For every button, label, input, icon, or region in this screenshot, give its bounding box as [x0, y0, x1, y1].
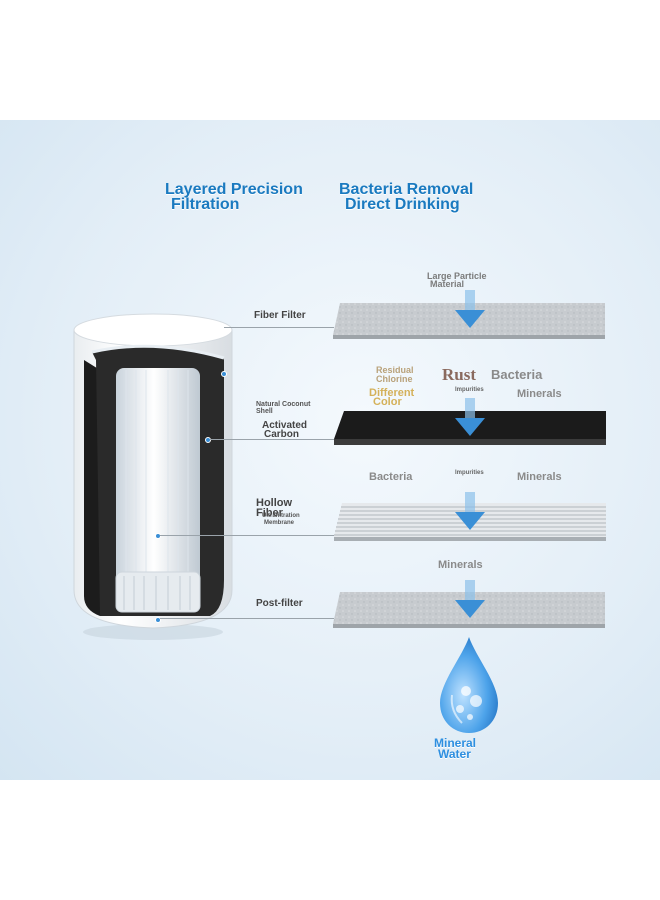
annotation-impurities-2: Impurities	[455, 470, 484, 476]
label-water: Water	[438, 747, 471, 761]
label-fiber-filter: Fiber Filter	[254, 310, 306, 321]
label-post-filter: Post-filter	[256, 598, 303, 609]
arrow-3	[455, 492, 485, 530]
filter-cartridge	[73, 313, 233, 640]
label-hollow: Hollow	[256, 497, 293, 509]
label-activated-carbon: Activated Carbon	[262, 420, 308, 440]
arrow-1	[455, 290, 485, 328]
heading-left-line1: Layered Precision	[165, 181, 303, 198]
annotation-residual: Residual	[376, 365, 414, 375]
annotation-impurities-1: Impurities	[455, 387, 484, 393]
annotation-minerals-2: Minerals	[517, 471, 562, 483]
leader-hollow-fiber	[160, 535, 334, 536]
annotation-chlorine: Chlorine	[376, 374, 413, 384]
label-fiber: Fiber	[256, 507, 283, 519]
diagram-panel: Layered Precision Filtration Bacteria Re…	[0, 120, 660, 780]
label-natural-coconut: Natural Coconut Shell	[256, 401, 310, 415]
annotation-different-color: Different Color	[369, 387, 415, 408]
leader-fiber-filter	[224, 327, 334, 328]
heading-left: Layered Precision Filtration	[165, 181, 303, 213]
leader-activated-carbon	[210, 439, 334, 440]
annotation-bacteria-1: Bacteria	[491, 367, 543, 382]
annotation-large-particle-line2: Material	[430, 279, 465, 289]
annotation-minerals-3: Minerals	[438, 559, 483, 571]
annotation-residual-chlorine: Residual Chlorine	[376, 366, 414, 384]
arrow-2	[455, 398, 485, 436]
label-natural-coconut-line2: Shell	[256, 408, 273, 415]
annotation-large-particle-line1: Large Particle	[427, 271, 487, 281]
label-uf-line2: Membrane	[264, 520, 295, 526]
leader-post-filter	[160, 618, 334, 619]
annotation-large-particle: Large Particle Material	[427, 271, 487, 289]
label-activated-carbon-line2: Carbon	[264, 429, 299, 440]
annotation-different: Different	[369, 387, 415, 399]
label-activated-carbon-line1: Activated	[262, 420, 308, 431]
water-drop-icon	[440, 637, 498, 733]
annotation-rust: Rust	[442, 365, 477, 384]
label-mineral: Mineral	[434, 736, 477, 750]
heading-right-line1: Bacteria Removal	[339, 181, 474, 198]
label-uf-membrane: Ultrafiltration Membrane	[262, 513, 300, 527]
arrow-4	[455, 580, 485, 618]
annotation-color: Color	[373, 396, 402, 408]
heading-right-line2: Direct Drinking	[345, 196, 460, 213]
heading-left-line2: Filtration	[171, 196, 240, 213]
label-mineral-water: Mineral Water	[434, 736, 477, 761]
heading-right: Bacteria Removal Direct Drinking	[339, 181, 474, 213]
annotation-bacteria-2: Bacteria	[369, 471, 413, 483]
annotation-minerals-1: Minerals	[517, 388, 562, 400]
label-hollow-fiber: Hollow Fiber	[256, 497, 293, 519]
label-natural-coconut-line1: Natural Coconut	[256, 401, 311, 408]
label-uf-line1: Ultrafiltration	[262, 513, 300, 519]
